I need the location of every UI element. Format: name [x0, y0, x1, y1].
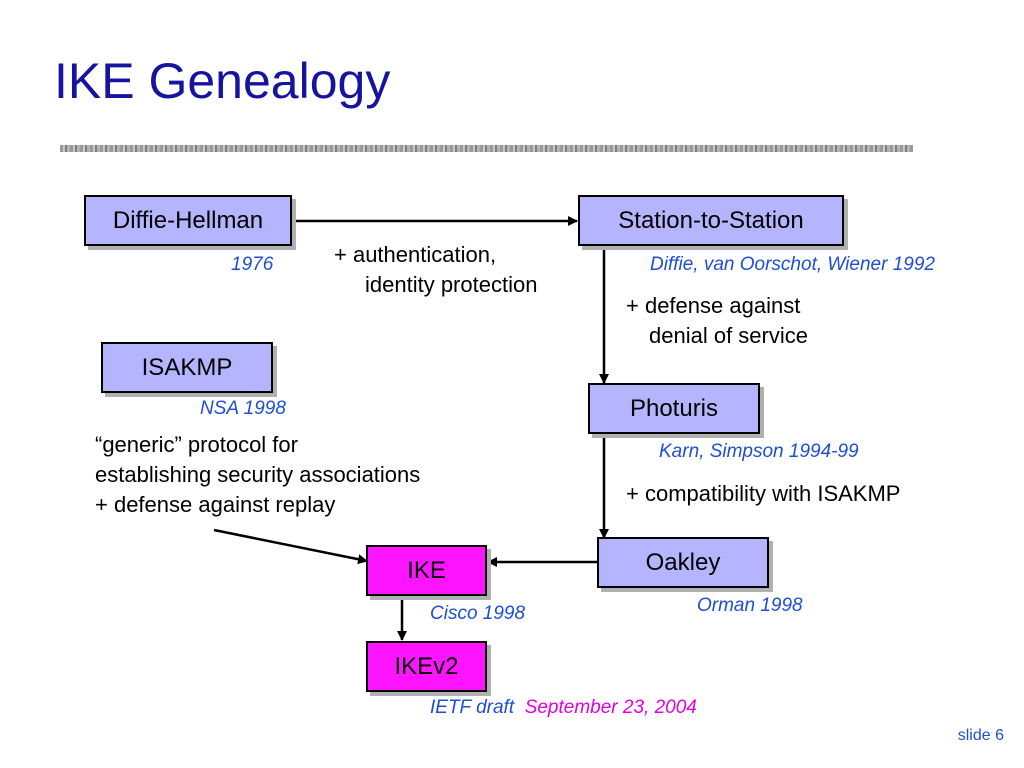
note-authentication-line1: + authentication, — [334, 242, 497, 267]
box-isakmp: ISAKMP — [101, 342, 273, 393]
note-generic-protocol: “generic” protocol for establishing secu… — [95, 430, 420, 520]
citation-ikev2: IETF draft September 23, 2004 — [430, 697, 697, 719]
arrow-isakmp-to-ike — [213, 528, 368, 565]
note-authentication-line2: identity protection — [365, 272, 538, 297]
citation-ikev2-date: September 23, 2004 — [524, 697, 697, 718]
box-ike: IKE — [366, 545, 487, 596]
note-authentication: + authentication, identity protection — [334, 240, 537, 300]
box-station-to-station: Station-to-Station — [578, 195, 844, 246]
citation-station-to-station: Diffie, van Oorschot, Wiener 1992 — [650, 254, 935, 275]
note-compatibility: + compatibility with ISAKMP — [626, 481, 901, 506]
note-defense-dos-line2: denial of service — [649, 323, 808, 348]
slide-title: IKE Genealogy — [54, 53, 391, 109]
box-photuris: Photuris — [588, 383, 760, 434]
note-defense-dos-line1: + defense against — [626, 293, 801, 318]
citation-diffie-hellman: 1976 — [231, 254, 274, 275]
note-generic-line3: + defense against replay — [95, 492, 336, 517]
note-generic-line1: “generic” protocol for — [95, 432, 298, 457]
title-divider — [60, 145, 913, 152]
note-defense-dos: + defense against denial of service — [626, 291, 808, 351]
box-ikev2: IKEv2 — [366, 641, 487, 692]
box-oakley: Oakley — [597, 537, 769, 588]
citation-oakley: Orman 1998 — [697, 595, 803, 616]
slide-number: slide 6 — [957, 727, 1004, 744]
box-diffie-hellman: Diffie-Hellman — [84, 195, 292, 246]
citation-ikev2-source: IETF draft — [430, 697, 515, 718]
note-generic-line2: establishing security associations — [95, 462, 421, 487]
citation-ike: Cisco 1998 — [430, 603, 526, 624]
citation-isakmp: NSA 1998 — [200, 398, 286, 419]
citation-photuris: Karn, Simpson 1994-99 — [659, 441, 859, 462]
